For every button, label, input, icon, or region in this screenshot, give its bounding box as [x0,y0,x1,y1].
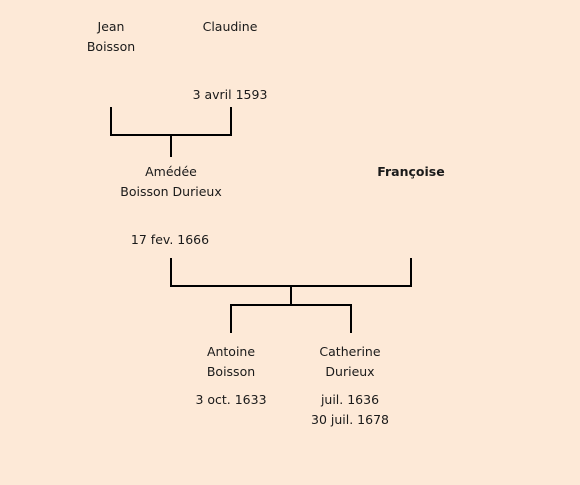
person-last-name: Boisson [86,39,136,54]
person-catherine: Catherine Durieux juil. 1636 30 juil. 16… [295,342,405,430]
person-first-name: Jean [97,19,125,34]
couple-bracket-amedee-francoise [170,258,412,306]
person-amedee: Amédée Boisson Durieux [106,162,236,202]
person-first-name: Antoine [206,344,256,359]
marriage-date-amedee-francoise: 17 fev. 1666 [130,232,210,247]
person-first-name: Amédée [145,164,197,179]
person-last-name: Boisson [206,364,256,379]
person-death-date: 30 juil. 1678 [311,412,389,427]
couple-bracket-jean-claudine [110,107,232,157]
marriage-date-jean-claudine: 3 avril 1593 [192,87,268,102]
person-last-name: Durieux [325,364,375,379]
children-bracket [230,304,352,333]
person-birth-date: juil. 1636 [320,392,380,407]
person-jean: Jean Boisson [71,17,151,57]
person-first-name: Claudine [202,19,258,34]
person-last-name: Boisson Durieux [120,184,222,199]
person-claudine: Claudine [185,17,275,37]
person-first-name: Françoise [377,164,445,179]
person-date: 3 oct. 1633 [195,392,267,407]
person-francoise: Françoise [361,162,461,182]
person-antoine: Antoine Boisson 3 oct. 1633 [181,342,281,410]
person-first-name: Catherine [319,344,381,359]
